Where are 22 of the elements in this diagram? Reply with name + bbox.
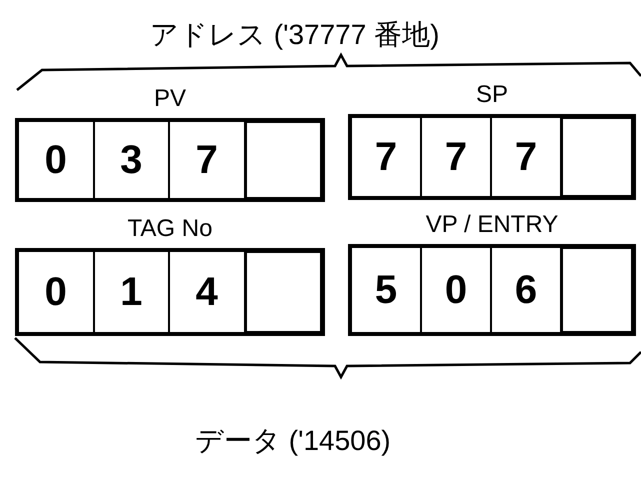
empty-digit-cell: [562, 118, 632, 196]
digit-cell: 0: [19, 122, 94, 198]
digit-cell: 0: [422, 248, 492, 332]
display-label: SP: [476, 80, 508, 110]
digit-cell: 3: [94, 122, 170, 198]
display-label: PV: [154, 84, 186, 114]
digit-cell: 7: [352, 118, 422, 196]
digit-cell: 7: [170, 122, 246, 198]
display-label: VP / ENTRY: [426, 210, 558, 240]
caption-label: アドレス ('37777 番地): [150, 18, 440, 52]
digit-cell: 6: [492, 248, 562, 332]
digit-cell: 1: [94, 252, 170, 332]
digit-cell: 7: [492, 118, 562, 196]
digit-cell: 5: [352, 248, 422, 332]
empty-digit-cell: [562, 248, 632, 332]
digit-cell: 7: [422, 118, 492, 196]
empty-digit-cell: [246, 122, 321, 198]
digit-cell: 0: [19, 252, 94, 332]
empty-digit-cell: [246, 252, 321, 332]
digit-cell: 4: [170, 252, 246, 332]
display-label: TAG No: [128, 214, 212, 244]
caption-label: データ ('14506): [195, 424, 391, 458]
